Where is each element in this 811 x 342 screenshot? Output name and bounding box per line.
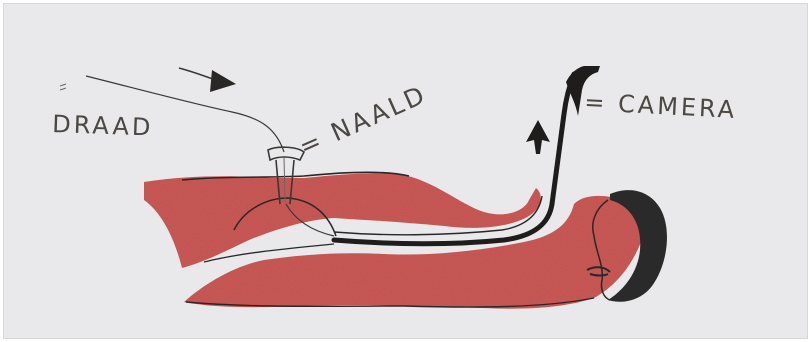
- arrow-head-icon: [210, 70, 236, 92]
- label-thread: DRAAD: [52, 110, 154, 142]
- needle-trocar: [268, 147, 304, 160]
- label-needle: = NAALD: [295, 79, 432, 161]
- smudge-mark: [60, 84, 66, 90]
- drawing-frame: DRAAD = NAALD = CAMERA: [3, 3, 808, 339]
- up-arrow-icon: [526, 120, 550, 154]
- sketch-diagram: DRAAD = NAALD = CAMERA: [4, 4, 808, 339]
- arrow-line: [179, 68, 216, 80]
- label-camera: = CAMERA: [584, 88, 738, 124]
